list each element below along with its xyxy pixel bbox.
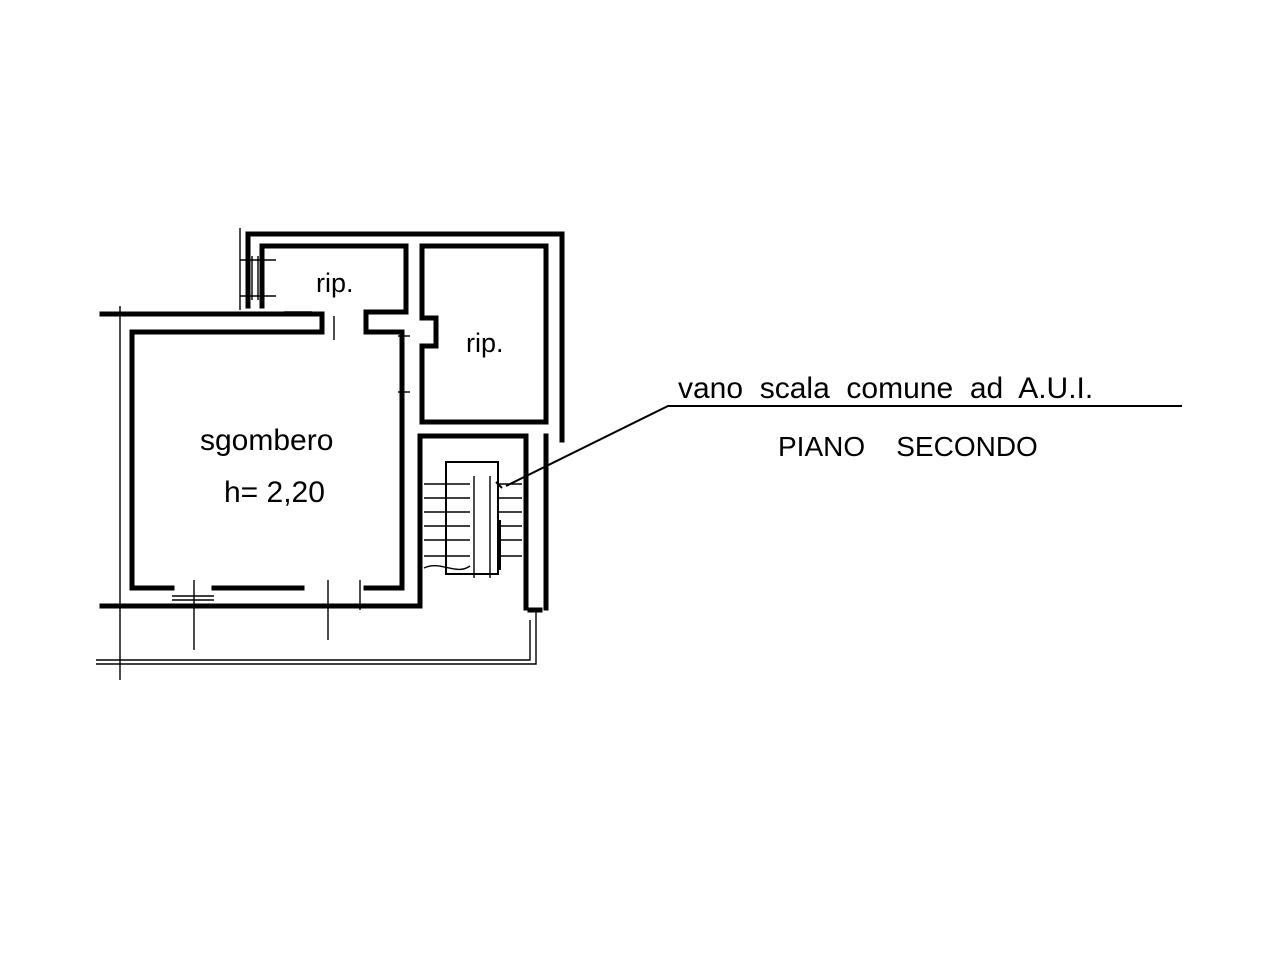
- room-label-storage-large: rip.: [466, 328, 504, 358]
- room-label-storage-small: rip.: [316, 268, 354, 298]
- room-height-label: h= 2,20: [224, 476, 325, 509]
- outer-walls: [99, 231, 565, 613]
- stairs: [423, 461, 522, 578]
- floor-level-label: PIANO SECONDO: [778, 431, 1038, 462]
- room-label-main: sgombero: [200, 424, 333, 457]
- stair-note-label: vano scala comune ad A.U.I.: [678, 372, 1093, 405]
- leader-line: [505, 405, 1182, 487]
- construction-lines: [96, 228, 537, 680]
